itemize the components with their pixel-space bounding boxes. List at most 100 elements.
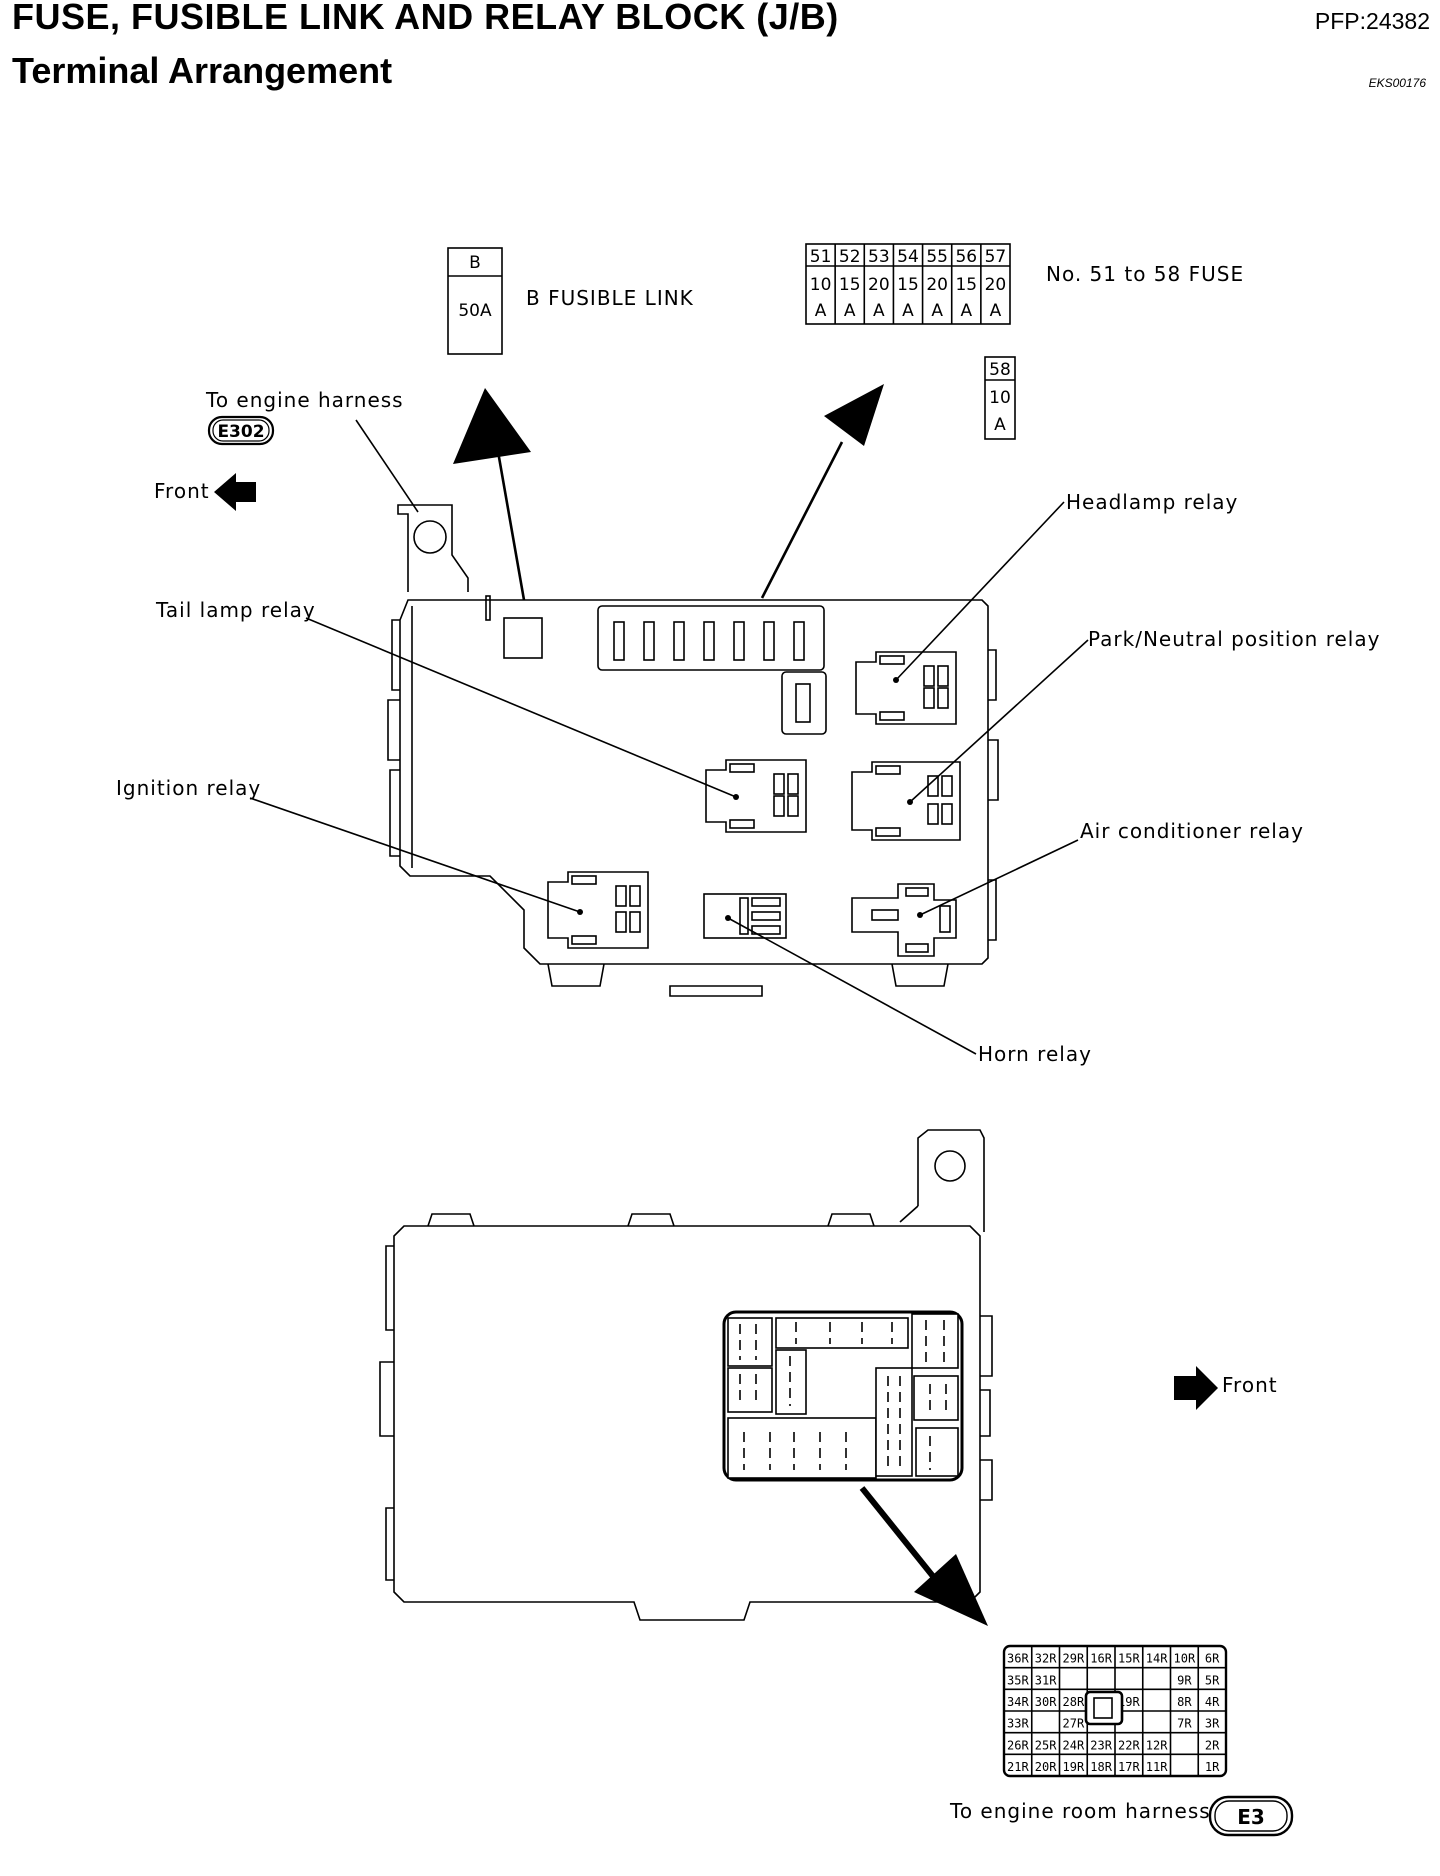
ignition-relay	[547, 871, 649, 949]
fusible-link-label: B FUSIBLE LINK	[526, 286, 694, 310]
terminal-label-4R: 4R	[1205, 1695, 1220, 1709]
horn-relay	[703, 893, 787, 939]
engine-harness-label: To engine harness	[205, 388, 404, 412]
tail-lamp-relay	[705, 759, 807, 833]
terminal-label-20R: 20R	[1035, 1760, 1057, 1774]
front-label-bottom: Front	[1222, 1373, 1278, 1397]
fuse-grid-label: No. 51 to 58 FUSE	[1046, 262, 1244, 286]
terminal-label-24R: 24R	[1063, 1738, 1085, 1752]
fuse-unit-54: A	[902, 301, 914, 321]
headlamp-relay-label: Headlamp relay	[1066, 490, 1238, 514]
terminal-label-31R: 31R	[1035, 1673, 1057, 1687]
terminal-label-19R: 19R	[1063, 1760, 1085, 1774]
terminal-label-34R: 34R	[1007, 1695, 1029, 1709]
page-subtitle: Terminal Arrangement	[12, 50, 393, 91]
ignition-relay-label: Ignition relay	[116, 776, 261, 800]
arrow-to-terminal-arrangement	[859, 1486, 988, 1626]
front-label-top: Front	[154, 479, 210, 503]
terminal-label-29R: 29R	[1063, 1652, 1085, 1666]
connector-slot	[775, 1349, 807, 1415]
fuse-unit-55: A	[931, 301, 943, 321]
fuse-58-rating: 10	[989, 388, 1011, 408]
fusible-link-rating: 50A	[458, 301, 492, 321]
terminal-label-22R: 22R	[1118, 1738, 1140, 1752]
terminal-label-12R: 12R	[1146, 1738, 1168, 1752]
pfp-code: PFP:24382	[1314, 8, 1430, 34]
connector-slot	[727, 1417, 877, 1479]
terminal-label-27R: 27R	[1063, 1717, 1085, 1731]
fuse-58: 58 10 A	[984, 356, 1016, 440]
headlamp-relay	[855, 651, 957, 725]
fuse-slot	[673, 621, 685, 661]
fuse-slot	[793, 621, 805, 661]
connector-e3: E3	[1208, 1795, 1294, 1837]
terminal-label-36R: 36R	[1007, 1652, 1029, 1666]
park-neutral-relay	[851, 761, 961, 841]
fuse-number-54: 54	[897, 247, 919, 267]
terminal-label-17R: 17R	[1118, 1760, 1140, 1774]
page-title: FUSE, FUSIBLE LINK AND RELAY BLOCK (J/B)	[12, 0, 839, 37]
fuse-number-56: 56	[955, 247, 977, 267]
terminal-label-16R: 16R	[1090, 1652, 1112, 1666]
terminal-label-15R: 15R	[1118, 1652, 1140, 1666]
terminal-label-10R: 10R	[1174, 1652, 1196, 1666]
terminal-label-5R: 5R	[1205, 1673, 1220, 1687]
air-conditioner-relay	[851, 883, 957, 957]
fuse-slot	[733, 621, 745, 661]
connector-slot	[727, 1317, 773, 1367]
terminal-label-33R: 33R	[1007, 1717, 1029, 1731]
horn-relay-label: Horn relay	[978, 1042, 1092, 1066]
fuse-rating-52: 15	[839, 275, 861, 295]
fuse-rating-57: 20	[985, 275, 1007, 295]
junction-block-top-view	[387, 504, 999, 997]
fuse-unit-53: A	[873, 301, 885, 321]
engine-room-harness-label: To engine room harness	[949, 1799, 1211, 1823]
terminal-label-8R: 8R	[1177, 1695, 1192, 1709]
connector-slot	[915, 1427, 959, 1477]
fuse-rating-54: 15	[897, 275, 919, 295]
fuse-unit-52: A	[844, 301, 856, 321]
fusible-link-b: B 50A	[447, 247, 503, 355]
fuse-rating-53: 20	[868, 275, 890, 295]
fuse-number-57: 57	[985, 247, 1007, 267]
terminal-label-7R: 7R	[1177, 1717, 1192, 1731]
park-neutral-relay-label: Park/Neutral position relay	[1088, 627, 1380, 651]
fuse-rating-51: 10	[810, 275, 832, 295]
front-arrow-right-icon	[1174, 1366, 1218, 1410]
connector-e302: E302	[207, 415, 275, 446]
fusible-link-code: B	[469, 253, 481, 273]
relays	[547, 651, 961, 957]
connector-slot	[775, 1317, 909, 1349]
fuse-unit-57: A	[990, 301, 1002, 321]
fuse-number-53: 53	[868, 247, 890, 267]
terminal-label-6R: 6R	[1205, 1652, 1220, 1666]
connector-slot	[911, 1313, 959, 1369]
fuse-slot	[643, 621, 655, 661]
terminal-label-28R: 28R	[1063, 1695, 1085, 1709]
fuse-number-51: 51	[810, 247, 832, 267]
tail-lamp-relay-label: Tail lamp relay	[155, 598, 316, 622]
reference-code: EKS00176	[1368, 76, 1426, 90]
terminal-label-2R: 2R	[1205, 1738, 1220, 1752]
front-arrow-left-icon	[214, 473, 256, 511]
junction-block-bottom-view	[379, 1129, 993, 1621]
fuse-number-55: 55	[926, 247, 948, 267]
connector-slot	[875, 1367, 913, 1477]
terminal-label-26R: 26R	[1007, 1738, 1029, 1752]
arrow-to-fuses	[760, 384, 884, 599]
terminal-label-30R: 30R	[1035, 1695, 1057, 1709]
fuse-58-number: 58	[989, 360, 1011, 380]
fuse-58-unit: A	[994, 415, 1006, 435]
arrow-to-fusible-link	[453, 388, 531, 601]
terminal-label-32R: 32R	[1035, 1652, 1057, 1666]
terminal-label-19R: 19R	[1118, 1695, 1140, 1709]
terminal-label-3R: 3R	[1205, 1717, 1220, 1731]
fuse-slot	[703, 621, 715, 661]
terminal-label-9R: 9R	[1177, 1673, 1192, 1687]
connector-slot	[727, 1367, 773, 1413]
air-conditioner-relay-label: Air conditioner relay	[1080, 819, 1304, 843]
connector-slot	[913, 1375, 959, 1421]
terminal-label-14R: 14R	[1146, 1652, 1168, 1666]
fuse-rating-56: 15	[955, 275, 977, 295]
